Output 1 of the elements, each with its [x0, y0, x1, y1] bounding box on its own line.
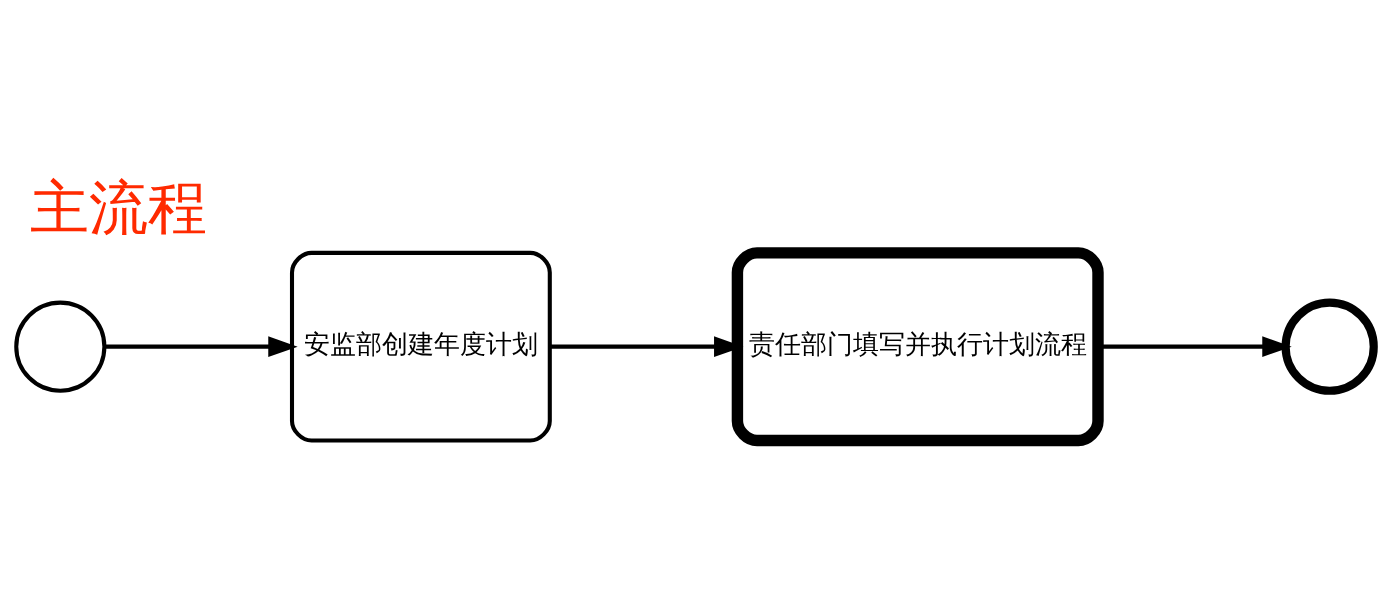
diagram-title: 主流程 — [29, 172, 207, 242]
